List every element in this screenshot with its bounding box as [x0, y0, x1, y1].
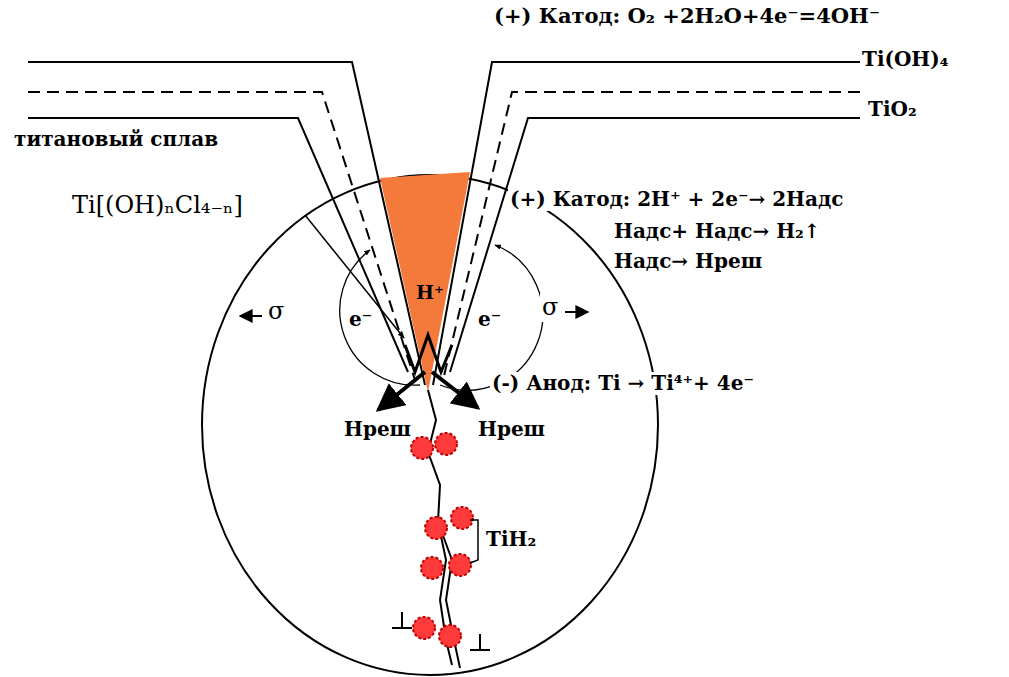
label: e⁻: [476, 308, 503, 331]
hydride-precipitate: [411, 433, 473, 647]
leader-line: [305, 215, 404, 338]
label: H⁺: [414, 282, 446, 304]
electrolyte-wedge: [380, 172, 470, 392]
label: (-) Анод: Ti → Ti⁴⁺+ 4e⁻: [490, 372, 756, 395]
label: Hадс+ Hадс→ H₂↑: [612, 220, 823, 243]
label: Hадс→ Hреш: [612, 250, 764, 273]
label: σ: [266, 298, 286, 326]
label: e⁻: [347, 308, 374, 331]
label: Ti(OH)₄: [860, 48, 950, 71]
label: Ti[(OH)ₙCl₄₋ₙ]: [70, 192, 245, 220]
label: Hреш: [342, 418, 413, 441]
label: титановый сплав: [12, 128, 220, 151]
stress-arrow: [240, 312, 588, 316]
hydrogen-arrow: [378, 372, 478, 410]
label: (+) Катод: 2H⁺ + 2e⁻→ 2Hадс: [508, 188, 845, 211]
label: TiH₂: [484, 528, 538, 551]
crack-tip: [405, 335, 452, 372]
label: σ: [540, 294, 560, 322]
label: TiO₂: [866, 98, 919, 121]
label: (+) Катод: O₂ +2H₂O+4e⁻=4OH⁻: [492, 4, 882, 28]
electron-flow: [340, 245, 543, 390]
bracket: [470, 520, 478, 563]
label: Hреш: [476, 418, 547, 441]
